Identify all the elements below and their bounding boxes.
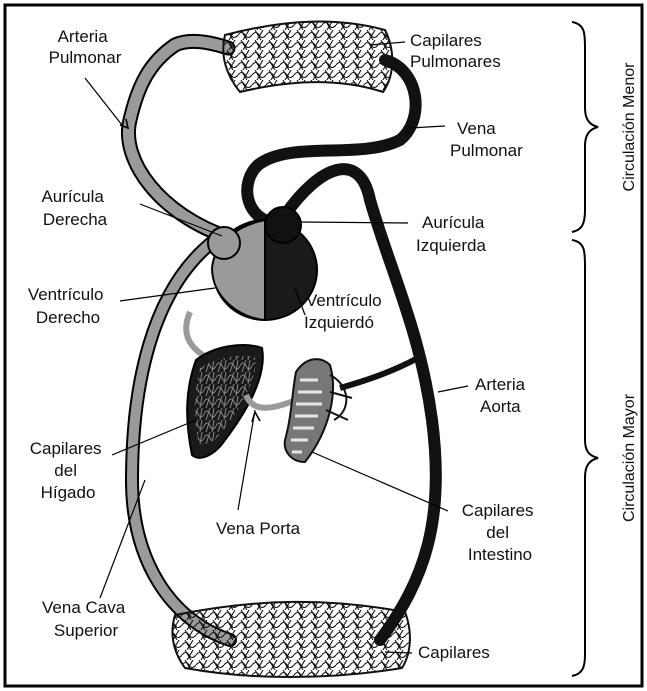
pulmonary-artery: [128, 41, 230, 238]
label-capilares-higado: Capilares del Hígado: [30, 439, 107, 502]
systemic-capillaries: [172, 602, 409, 677]
label-circulacion-mayor: Circulación Mayor: [621, 393, 638, 522]
bracket-circulacion-menor: [572, 22, 598, 232]
leader-arteria-pulmonar: [85, 78, 122, 125]
mesenteric-artery: [340, 358, 418, 388]
frame-border: [5, 5, 642, 686]
portal-vein: [246, 395, 296, 408]
label-ventriculo-izquierdo: Ventrículo Izquierdó: [304, 291, 386, 332]
label-arteria-pulmonar: Arteria Pulmonar: [49, 27, 122, 67]
label-capilares: Capilares: [418, 643, 490, 662]
leader-arteria-aorta: [438, 386, 468, 392]
label-vena-porta: Vena Porta: [216, 519, 301, 538]
left-atrium: [265, 207, 301, 243]
leader-auricula-izquierda: [300, 222, 408, 223]
label-arteria-aorta: Arteria Aorta: [475, 375, 530, 416]
intestine: [285, 359, 333, 462]
label-vena-pulmonar: Vena Pulmonar: [450, 119, 523, 160]
bracket-circulacion-mayor: [572, 240, 598, 676]
label-ventriculo-derecho: Ventrículo Derecho: [28, 285, 108, 327]
label-circulacion-menor: Circulación Menor: [621, 62, 638, 192]
label-capilares-pulmonares: Capilares Pulmonares: [410, 31, 501, 71]
leader-vena-porta: [238, 410, 255, 510]
pulmonary-capillaries: [223, 22, 392, 92]
leader-capilares-higado: [112, 420, 196, 455]
leader-capilares-intestino: [312, 452, 448, 511]
label-capilares-intestino: Capilares del Intestino: [462, 501, 539, 564]
label-auricula-izquierda: Aurícula Izquierda: [416, 213, 489, 255]
label-auricula-derecha: Aurícula Derecha: [41, 187, 108, 229]
label-vena-cava: Vena Cava Superior: [42, 598, 130, 640]
